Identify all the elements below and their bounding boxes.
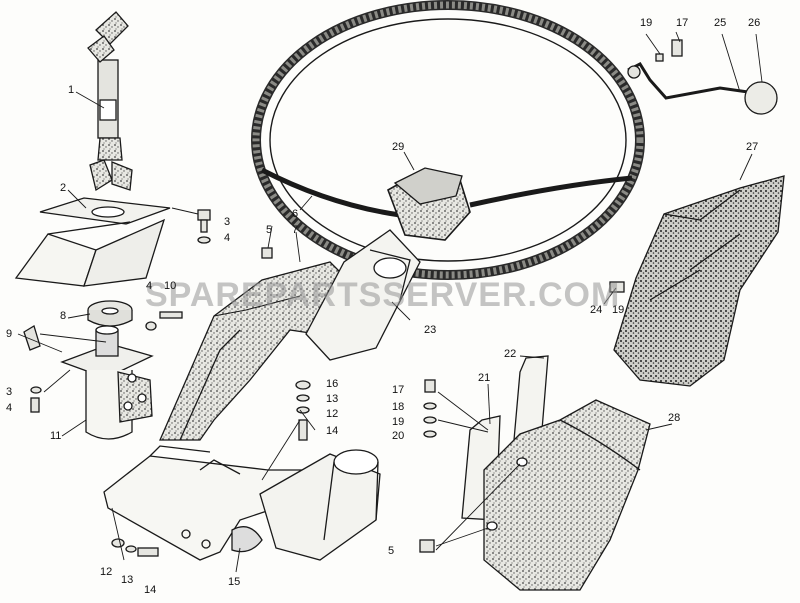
hardware [30,39,683,557]
support-bracket [103,445,381,561]
callout-10: 10 [164,280,177,292]
right-shroud [613,175,785,387]
steering-shaft [87,11,133,192]
callout-2: 2 [60,182,67,194]
column-tube [305,229,421,361]
callout-15: 15 [228,576,241,588]
tilt-lever [627,62,778,115]
callout-7: 7 [292,224,299,236]
callout-19: 19 [640,17,653,29]
callout-3b: 3 [6,386,13,398]
callout-20: 20 [392,430,405,442]
callout-13: 13 [326,393,339,405]
callout-19b: 19 [612,304,625,316]
callout-14b: 14 [144,584,157,596]
steering-wheel [251,0,645,280]
callout-5: 5 [266,224,273,236]
callout-16: 16 [326,378,339,390]
valve-assembly [23,300,154,440]
callout-12: 12 [326,408,339,420]
callout-29: 29 [392,141,405,153]
watermark-text: SPAREPARTSSERVER.COM [145,276,621,314]
callout-12b: 12 [100,566,113,578]
callout-22: 22 [504,348,517,360]
callout-4b: 4 [146,280,153,292]
callout-17: 17 [676,17,689,29]
lower-shroud [483,399,651,591]
callout-3: 3 [224,216,231,228]
callout-17b: 17 [392,384,405,396]
callout-19c: 19 [392,416,405,428]
callout-24: 24 [590,304,603,316]
callout-27: 27 [746,141,759,153]
callout-1: 1 [68,84,75,96]
callout-21: 21 [478,372,491,384]
callout-18: 18 [392,401,405,413]
callout-26: 26 [748,17,761,29]
callout-25: 25 [714,17,727,29]
callout-8: 8 [60,310,67,322]
callout-4c: 4 [6,402,13,414]
callout-14: 14 [326,425,339,437]
callout-4: 4 [224,232,231,244]
callout-6: 6 [292,208,299,220]
callout-13b: 13 [121,574,134,586]
mount-box [14,197,171,287]
callout-5b: 5 [388,545,395,557]
callout-11: 11 [50,430,62,442]
callout-23: 23 [424,324,437,336]
leader-lines [17,31,763,573]
callout-9: 9 [6,328,13,340]
callout-28: 28 [668,412,681,424]
